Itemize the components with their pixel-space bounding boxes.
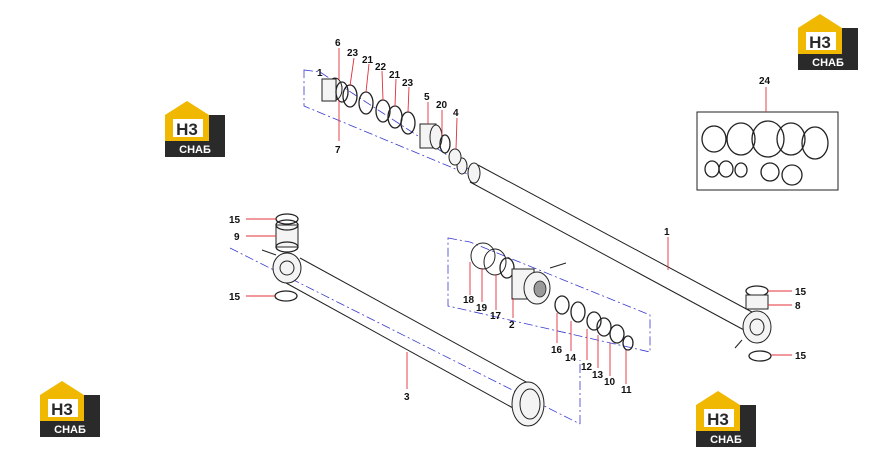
brand-logo: H3 СНАБ xyxy=(40,381,100,437)
callout-12: 12 xyxy=(581,362,593,373)
brand-name: СНАБ xyxy=(54,424,86,436)
callout-19: 19 xyxy=(476,303,488,314)
brand-logo: H3 СНАБ xyxy=(165,101,225,157)
rod-head-body xyxy=(321,78,337,102)
tube-end xyxy=(511,381,545,427)
callout-21: 21 xyxy=(389,70,401,81)
seal-ring xyxy=(439,134,451,154)
brand-name: СНАБ xyxy=(710,434,742,446)
callout-1-small: 1 xyxy=(317,68,323,79)
brand-mark: H3 xyxy=(51,400,73,419)
brand-name: СНАБ xyxy=(812,57,844,69)
piston-assembly xyxy=(470,242,634,351)
callout-5: 5 xyxy=(424,92,430,103)
leader-lines xyxy=(246,48,792,389)
callout-24: 24 xyxy=(759,76,771,87)
callout-20: 20 xyxy=(436,100,448,111)
callout-15: 15 xyxy=(229,215,241,226)
seal-kit-guide xyxy=(303,69,471,176)
callout-21: 21 xyxy=(362,55,374,66)
callout-18: 18 xyxy=(463,295,475,306)
seal-ring xyxy=(335,81,349,103)
brand-mark: H3 xyxy=(809,33,831,52)
callout-22: 22 xyxy=(375,62,387,73)
callout-17: 17 xyxy=(490,311,502,322)
callout-14: 14 xyxy=(565,353,577,364)
callout-16: 16 xyxy=(551,345,563,356)
callout-3: 3 xyxy=(404,392,410,403)
callout-labels: 6 23 21 22 21 23 7 5 20 4 24 1 15 9 15 1… xyxy=(229,38,807,403)
callout-13: 13 xyxy=(592,370,604,381)
callout-1: 1 xyxy=(664,227,670,238)
piston-rod xyxy=(456,157,772,349)
callout-6: 6 xyxy=(335,38,341,49)
seal-ring xyxy=(387,105,403,129)
seal-ring xyxy=(342,84,358,108)
callout-9: 9 xyxy=(234,232,240,243)
brand-mark: H3 xyxy=(707,410,729,429)
piston-assembly-guide xyxy=(447,237,651,353)
callout-10: 10 xyxy=(604,377,616,388)
brand-mark: H3 xyxy=(176,120,198,139)
cylinder-tube xyxy=(261,219,545,427)
nut xyxy=(448,148,462,166)
callout-4: 4 xyxy=(453,108,459,119)
callout-23: 23 xyxy=(402,78,414,89)
callout-15: 15 xyxy=(229,292,241,303)
rod-seal-stack xyxy=(321,77,462,166)
seal-ring xyxy=(400,111,416,135)
brand-logo: H3 СНАБ xyxy=(696,391,756,447)
callout-23: 23 xyxy=(347,48,359,59)
seal-ring xyxy=(358,91,374,115)
callout-7: 7 xyxy=(335,145,341,156)
callout-8: 8 xyxy=(795,301,801,312)
callout-15: 15 xyxy=(795,287,807,298)
brand-name: СНАБ xyxy=(179,144,211,156)
seal-kit xyxy=(696,111,839,191)
brand-logo: H3 СНАБ xyxy=(798,14,858,70)
callout-11: 11 xyxy=(621,385,632,396)
callout-2: 2 xyxy=(509,320,515,331)
callout-15: 15 xyxy=(795,351,807,362)
